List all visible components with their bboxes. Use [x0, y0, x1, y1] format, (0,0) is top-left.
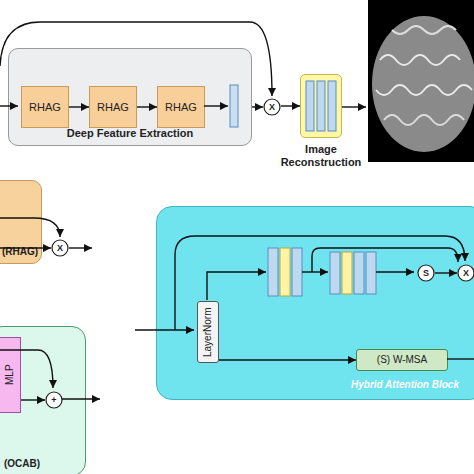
- conv-bar: [230, 85, 238, 127]
- operator-circle: S: [417, 264, 435, 282]
- input-arrow: [0, 105, 18, 106]
- node-label: Deep Feature Extraction: [9, 127, 251, 140]
- flow-arrow: [42, 247, 51, 248]
- conv-bar: [292, 248, 302, 296]
- conv-bar: [354, 252, 364, 294]
- wire: [447, 358, 474, 359]
- node-label: (OCAB): [4, 458, 40, 470]
- skip-connection: [0, 218, 60, 237]
- process-box: LayerNorm: [197, 301, 219, 363]
- brain-fold: [380, 55, 460, 65]
- conv-bar: [342, 252, 352, 294]
- skip-connection: [0, 350, 53, 388]
- node-label: +: [45, 391, 63, 409]
- process-box: RHAG: [21, 86, 69, 128]
- operator-circle: X: [263, 98, 281, 116]
- process-box: RHAG: [157, 86, 205, 128]
- flow-arrow: [281, 105, 300, 106]
- flow-arrow: [252, 106, 263, 107]
- conv-bar: [280, 248, 290, 296]
- node-label: X: [51, 239, 69, 257]
- process-box: MLP: [0, 337, 21, 413]
- process-box: RHAG: [89, 86, 137, 128]
- circle-shape: [52, 240, 68, 256]
- operator-circle: X: [457, 264, 474, 282]
- output-arrow: [62, 398, 100, 399]
- node-label: MLP: [0, 338, 20, 412]
- skip-connection: [0, 22, 272, 96]
- flow-arrow: [21, 399, 45, 400]
- brain-fold: [392, 26, 456, 34]
- node-label: X: [263, 98, 281, 116]
- module-box: LayerNorm S X (S) W-MSA Hybrid Attention Blo…: [156, 206, 474, 400]
- circle-shape: [418, 265, 434, 281]
- flow-arrow: [207, 272, 266, 300]
- mri-image: [368, 0, 474, 162]
- operator-circle: +: [45, 391, 63, 409]
- node-label: Image Reconstruction: [276, 143, 366, 168]
- skip-connection: [175, 236, 465, 330]
- node-label: (RHAG): [2, 246, 38, 258]
- node-label: (S) W-MSA: [357, 350, 447, 370]
- brain-fold: [376, 85, 472, 95]
- circle-shape: [46, 392, 62, 408]
- flow-arrow: [204, 105, 228, 106]
- node-label: RHAG: [158, 87, 204, 127]
- input-arrow: [135, 329, 194, 330]
- conv-bar: [268, 248, 278, 296]
- conv-bar: [306, 81, 314, 131]
- conv-bar: [366, 252, 376, 294]
- brain-fold: [384, 115, 464, 125]
- flow-arrow: [435, 272, 457, 273]
- conv-bar: [317, 81, 325, 131]
- flow-arrow: [219, 359, 356, 360]
- conv-bar: [330, 252, 340, 294]
- stage-band: RHAG RHAG RHAGDeep Feature Extraction: [8, 48, 252, 146]
- module-box: MLP + (OCAB): [0, 326, 86, 474]
- flow-arrow: [137, 106, 157, 107]
- node-label: X: [457, 264, 474, 282]
- skip-connection: [312, 248, 458, 272]
- conv-bar: [328, 81, 336, 131]
- node-label: LayerNorm: [198, 302, 218, 362]
- operator-circle: X: [51, 239, 69, 257]
- node-label: RHAG: [90, 87, 136, 127]
- output-arrow: [69, 247, 92, 248]
- flow-arrow: [302, 271, 328, 272]
- process-box: Image Reconstruction: [300, 74, 342, 138]
- node-label: RHAG: [22, 87, 68, 127]
- node-label: S: [417, 264, 435, 282]
- module-box: (RHAG): [0, 180, 42, 264]
- brain-shape: [372, 16, 474, 152]
- circle-shape: [264, 99, 280, 115]
- wire: [0, 247, 42, 248]
- process-box: (S) W-MSA: [356, 349, 448, 371]
- output-arrow: [342, 106, 366, 107]
- flow-arrow: [69, 106, 89, 107]
- flow-arrow: [376, 271, 414, 272]
- node-label: Hybrid Attention Block: [351, 379, 459, 391]
- circle-shape: [458, 265, 474, 281]
